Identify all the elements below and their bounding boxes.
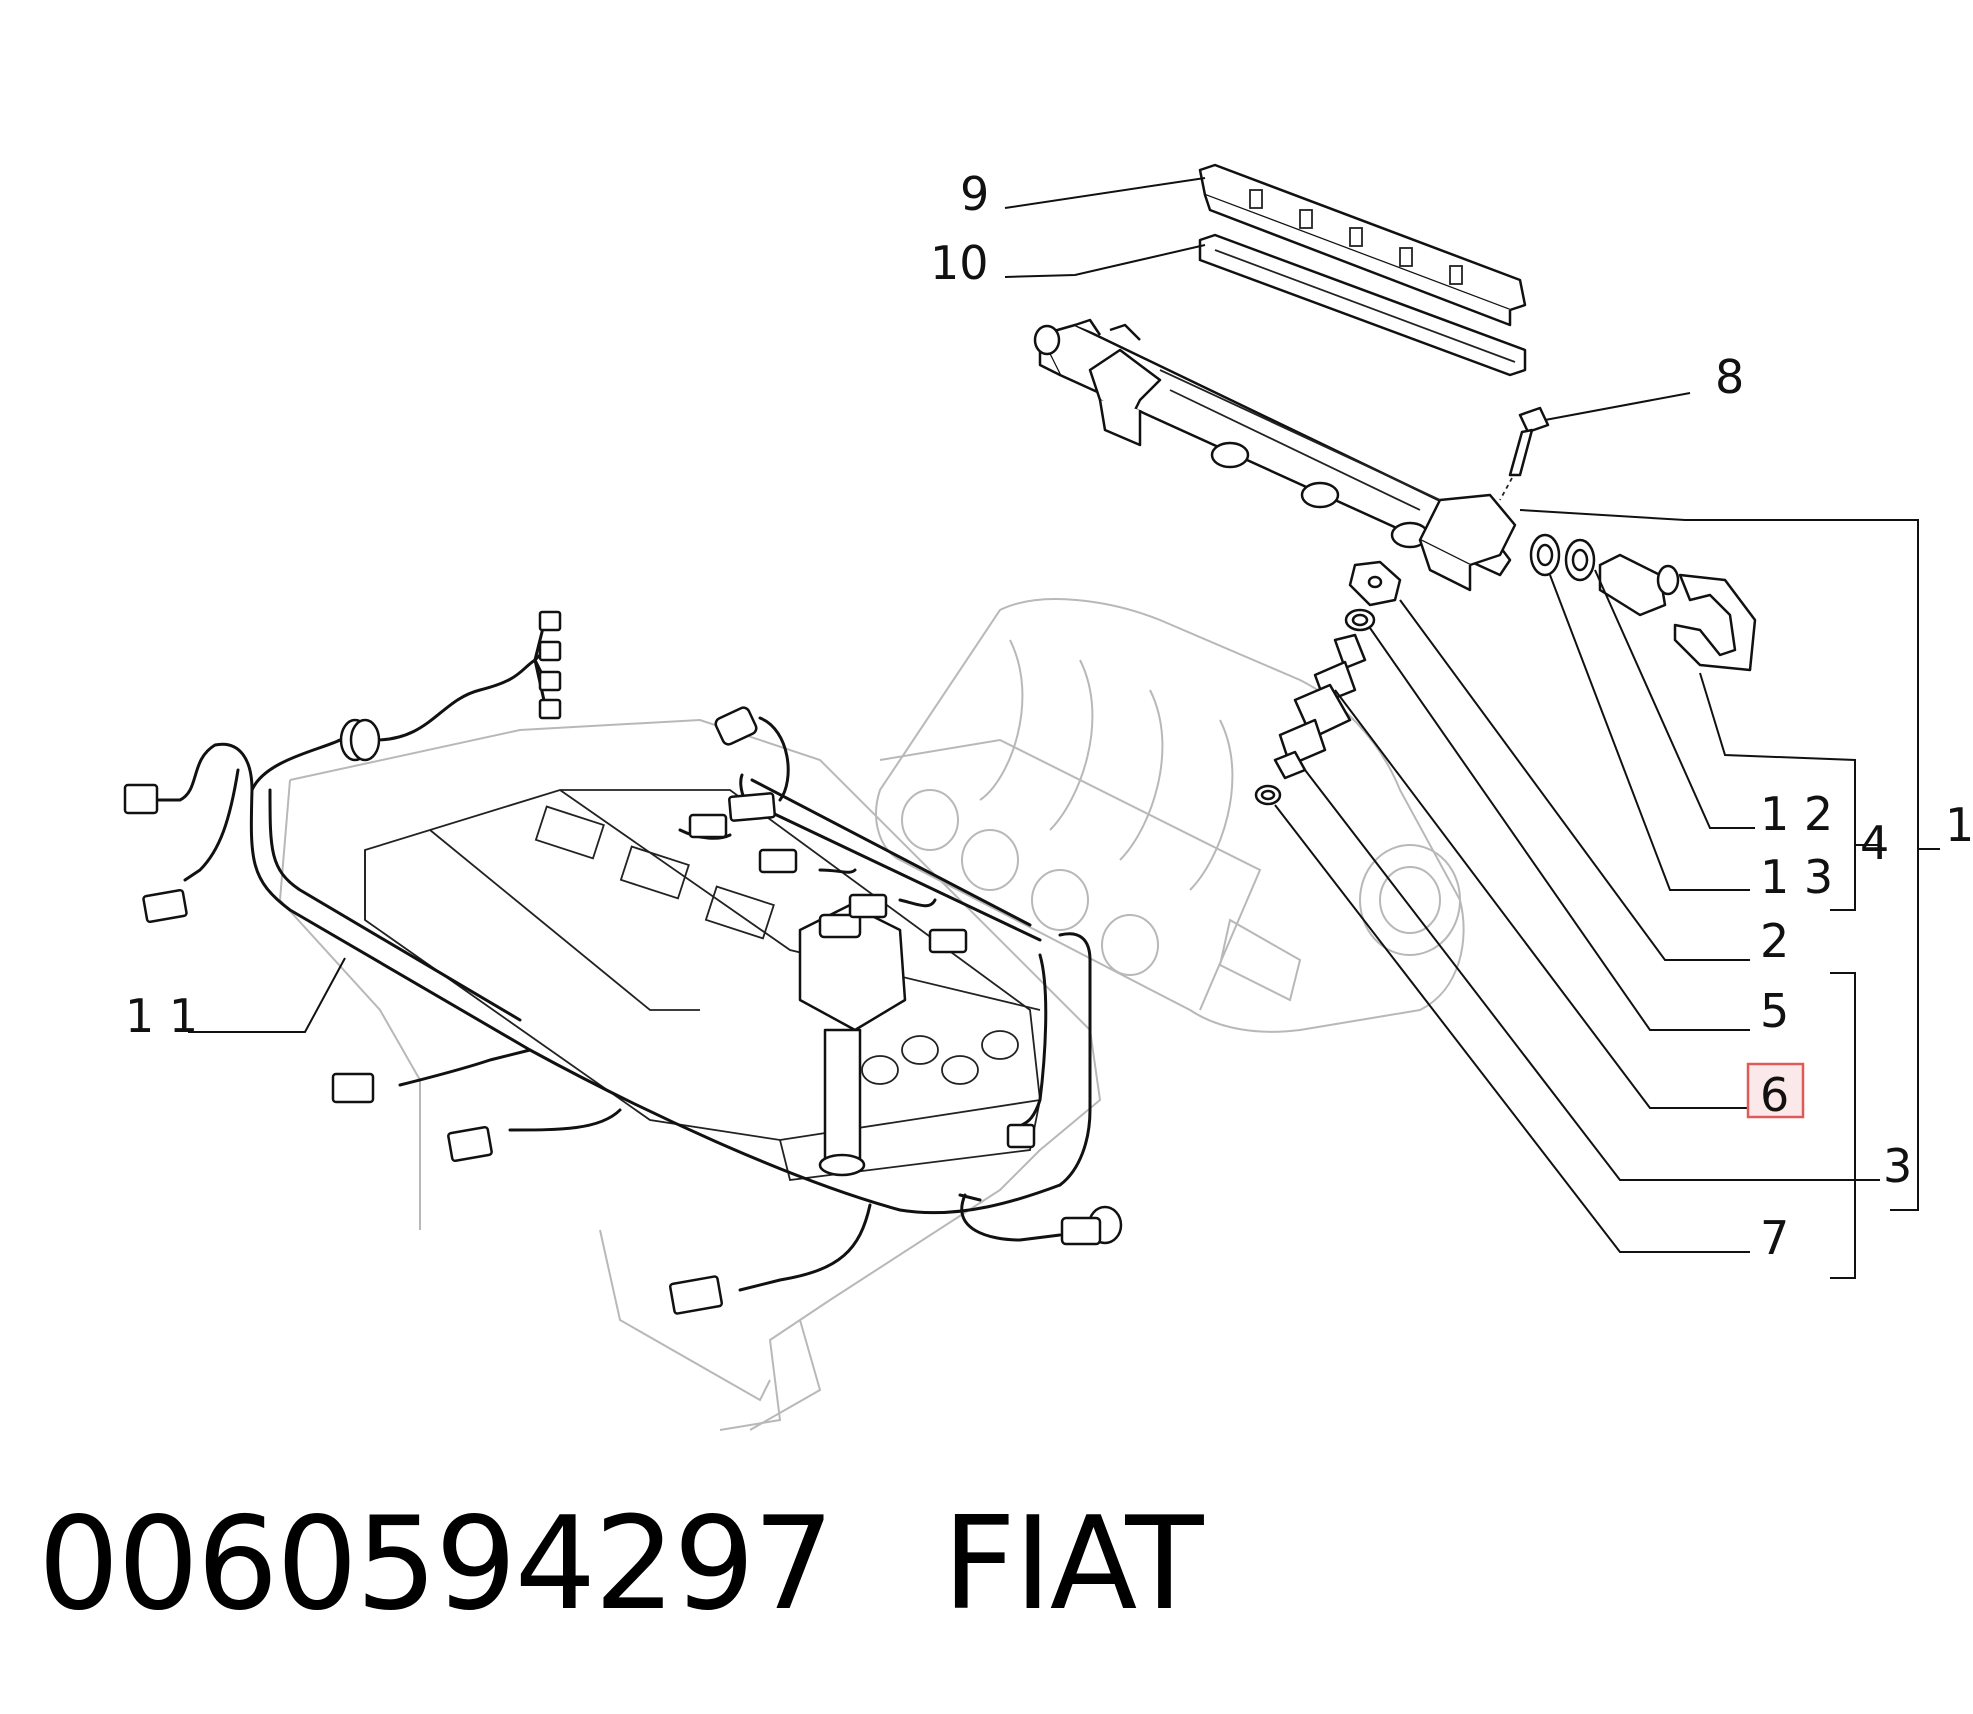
o-ring-lower (1254, 784, 1282, 806)
bracket-clip (1673, 573, 1757, 672)
o-ring-upper (1344, 608, 1376, 632)
engine-block-ghost (278, 718, 1102, 1431)
callout-9: 9 (960, 167, 989, 221)
callout-2: 2 (1760, 914, 1789, 968)
injector-clip (1348, 560, 1402, 607)
washer-13 (1529, 533, 1561, 577)
callout-13: 1 3 (1760, 850, 1833, 904)
cylinder-head (364, 789, 1041, 1181)
bolt (1499, 406, 1550, 501)
callout-8: 8 (1715, 350, 1744, 404)
callout-3: 3 (1883, 1139, 1912, 1193)
washer-12 (1564, 538, 1596, 582)
callout-10: 10 (930, 236, 989, 290)
callout-1: 1 (1945, 798, 1973, 852)
injector (1273, 633, 1367, 780)
harness-connectors (123, 610, 1123, 1315)
intake-manifold-ghost (875, 598, 1465, 1033)
rail-cover (1198, 163, 1527, 327)
highlight-box (1746, 1062, 1805, 1119)
callout-labels: 9 10 8 1 2 1 3 4 1 2 5 6 3 7 1 1 (125, 167, 1973, 1265)
leader-lines (188, 177, 1940, 1279)
callout-7: 7 (1760, 1211, 1789, 1265)
part-number: 0060594297 (38, 1490, 834, 1639)
pressure-sensor (1598, 553, 1680, 617)
callout-5: 5 (1760, 984, 1789, 1038)
callout-11: 1 1 (125, 989, 198, 1043)
callout-4: 4 (1860, 816, 1889, 870)
ignition-coil (798, 903, 907, 1177)
callout-12: 1 2 (1760, 787, 1833, 841)
rail-gasket (1198, 233, 1527, 377)
wiring-harness (148, 618, 1092, 1292)
fuel-rail (1033, 318, 1517, 592)
brand-name: FIAT (942, 1490, 1203, 1639)
callout-6: 6 (1760, 1068, 1789, 1122)
caption: 0060594297 FIAT (38, 1490, 1204, 1639)
